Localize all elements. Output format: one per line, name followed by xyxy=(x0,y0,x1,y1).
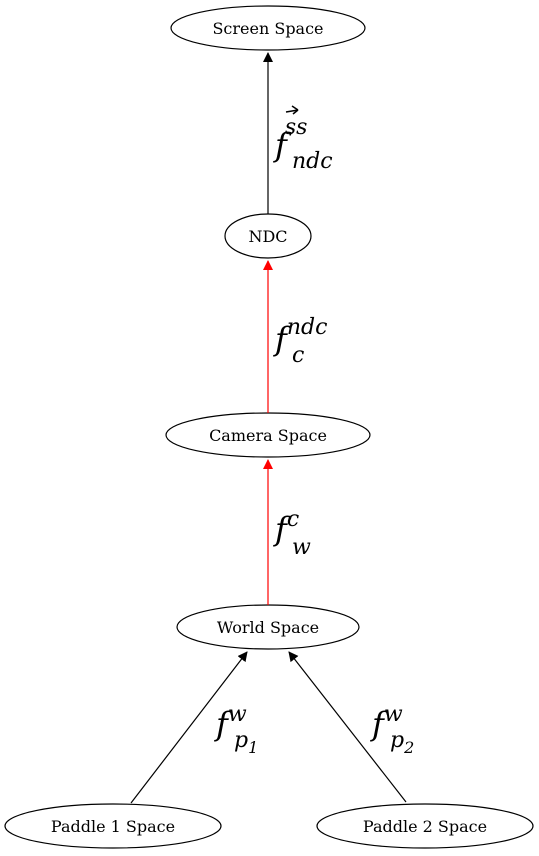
node-ndc: NDC xyxy=(224,213,312,259)
node-paddle1-label: Paddle 1 Space xyxy=(51,817,175,836)
node-camera-label: Camera Space xyxy=(209,426,327,445)
node-screen-space: Screen Space xyxy=(170,5,366,51)
vector-arrow-icon xyxy=(285,105,299,115)
node-paddle1-space: Paddle 1 Space xyxy=(4,803,222,849)
node-camera-space: Camera Space xyxy=(165,412,371,458)
node-ndc-label: NDC xyxy=(248,227,287,246)
node-world-space: World Space xyxy=(176,604,360,650)
node-paddle2-label: Paddle 2 Space xyxy=(363,817,487,836)
node-paddle2-space: Paddle 2 Space xyxy=(316,803,534,849)
node-screen-label: Screen Space xyxy=(212,19,323,38)
node-world-label: World Space xyxy=(217,618,319,637)
